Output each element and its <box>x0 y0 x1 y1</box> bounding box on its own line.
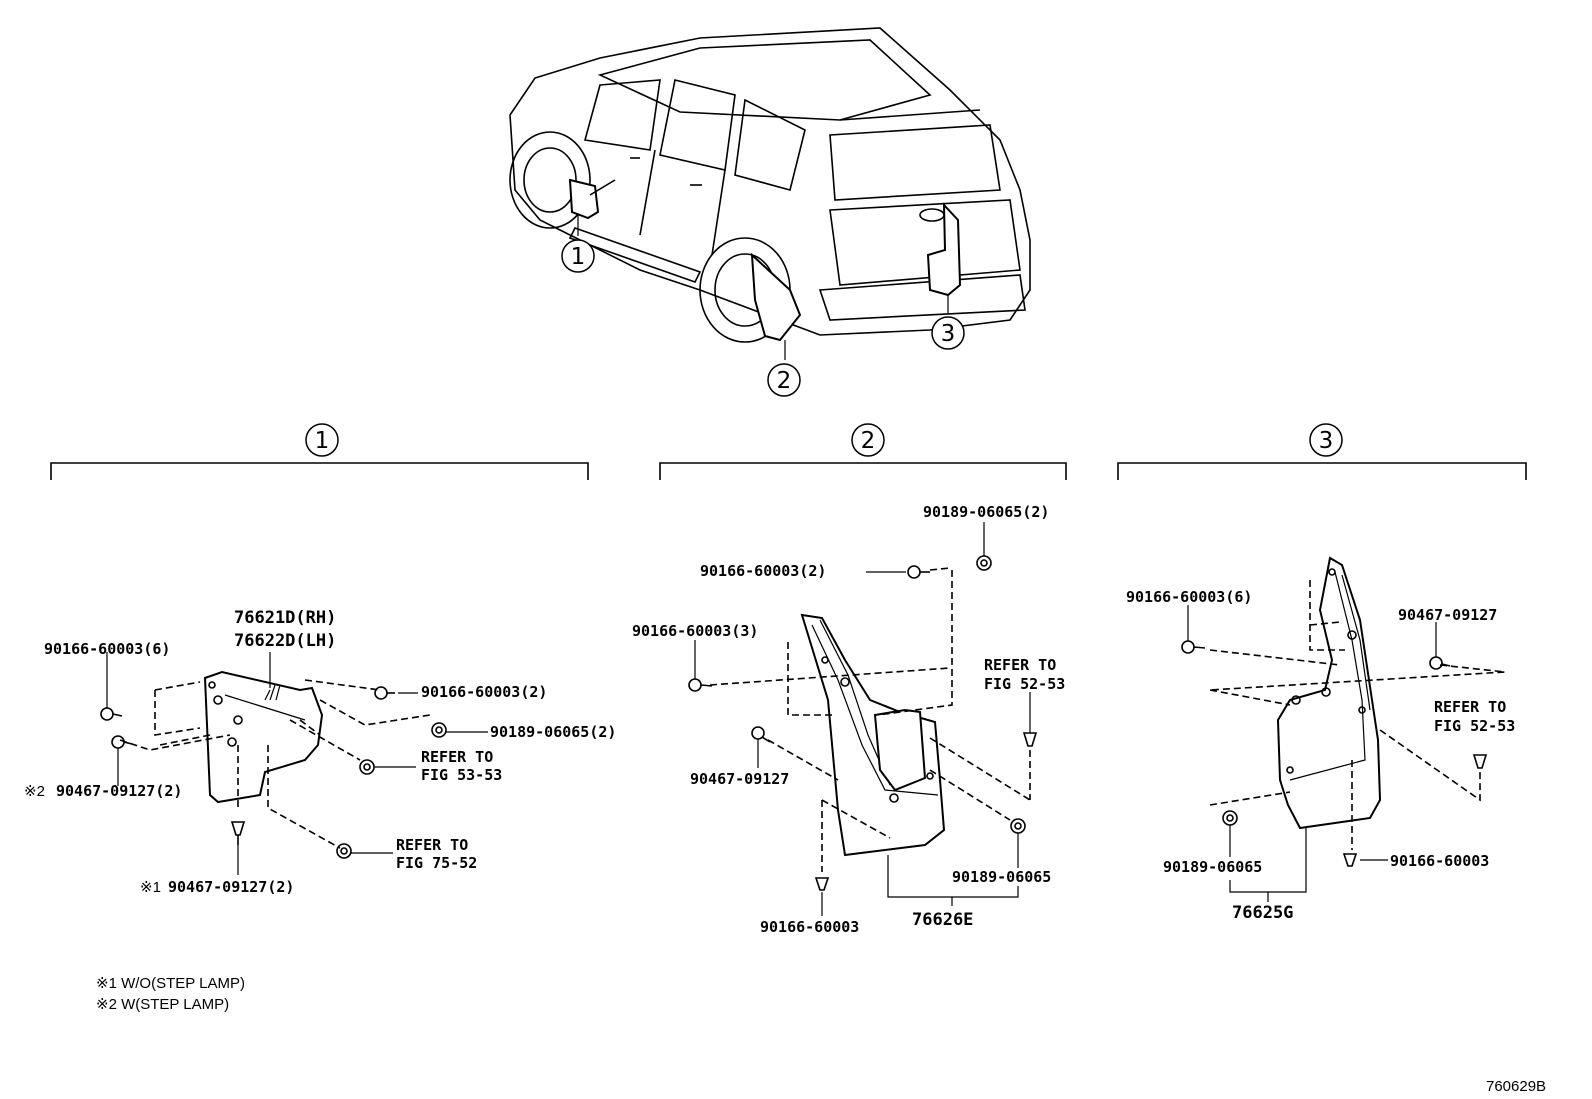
group-2-drawing <box>688 522 1038 916</box>
label-g3-refer-a: REFER TO <box>1434 698 1506 716</box>
marker-3-overview-label: 3 <box>941 321 956 347</box>
nut-icon <box>1010 818 1026 834</box>
group-1-drawing <box>100 652 488 875</box>
clip-icon <box>751 726 771 743</box>
label-g3-screw-b: 90166-60003 <box>1390 852 1489 870</box>
section-bracket-2: 2 <box>659 423 1067 480</box>
screw-icon <box>907 565 930 579</box>
label-g1-clip-a: 90467-09127(2) <box>56 782 182 800</box>
section-bracket-1: 1 <box>50 423 589 480</box>
nut-icon <box>1222 810 1238 826</box>
label-g2-refer-a: REFER TO <box>984 656 1056 674</box>
label-g1-clip-b: 90467-09127(2) <box>168 878 294 896</box>
screw-icon <box>1181 640 1206 654</box>
nut-icon <box>336 843 352 859</box>
clip-icon <box>111 735 133 749</box>
screw-icon <box>1342 853 1358 867</box>
part-number-76621d: 76621D(RH) <box>234 608 336 628</box>
marker-1-overview: 1 <box>561 239 595 273</box>
group-3-drawing <box>1181 556 1506 902</box>
clip-icon <box>1429 656 1451 670</box>
marker-2-overview: 2 <box>767 363 801 397</box>
marker-2-overview-label: 2 <box>777 368 792 394</box>
footnote-2: ※2 W(STEP LAMP) <box>96 996 229 1013</box>
screw-icon <box>100 707 123 721</box>
label-g1-refer1-b: FIG 53-53 <box>421 766 502 784</box>
label-g2-nut-a: 90189-06065(2) <box>923 503 1049 521</box>
figure-code: 760629B <box>1486 1078 1546 1095</box>
section-1-label: 1 <box>315 428 330 454</box>
label-g2-clip: 90467-09127 <box>690 770 789 788</box>
marker-1-overview-label: 1 <box>571 244 586 270</box>
footnote-1: ※1 W/O(STEP LAMP) <box>96 975 245 992</box>
label-g3-nut: 90189-06065 <box>1163 858 1262 876</box>
section-3-label: 3 <box>1319 428 1334 454</box>
label-g2-nut-b: 90189-06065 <box>952 868 1051 886</box>
label-g1-clip-mark1: ※1 <box>140 879 161 896</box>
label-g1-clip-mark2: ※2 <box>24 783 45 800</box>
clip-icon <box>1022 732 1038 747</box>
screw-icon <box>688 678 713 692</box>
vehicle-illustration <box>509 27 1031 360</box>
label-g3-clip: 90467-09127 <box>1398 606 1497 624</box>
label-g1-nut-a: 90189-06065(2) <box>490 723 616 741</box>
label-g2-refer-b: FIG 52-53 <box>984 675 1065 693</box>
section-bracket-3: 3 <box>1117 423 1527 480</box>
label-g1-refer2-a: REFER TO <box>396 836 468 854</box>
label-g1-refer1-a: REFER TO <box>421 748 493 766</box>
part-number-76626e: 76626E <box>912 910 973 930</box>
clip-icon <box>1472 754 1488 769</box>
nut-icon <box>976 555 992 571</box>
part-number-76625g: 76625G <box>1232 903 1293 923</box>
section-2-label: 2 <box>861 428 876 454</box>
label-g1-refer2-b: FIG 75-52 <box>396 854 477 872</box>
label-g2-screw-b: 90166-60003(3) <box>632 622 758 640</box>
clip-icon <box>230 821 246 845</box>
label-g2-screw-a: 90166-60003(2) <box>700 562 826 580</box>
part-number-76622d: 76622D(LH) <box>234 631 336 651</box>
label-g3-screw-a: 90166-60003(6) <box>1126 588 1252 606</box>
marker-3-overview: 3 <box>931 316 965 350</box>
screw-icon <box>374 686 395 700</box>
label-g1-screw-b: 90166-60003(2) <box>421 683 547 701</box>
nut-icon <box>359 759 375 775</box>
label-g3-refer-b: FIG 52-53 <box>1434 717 1515 735</box>
label-g2-screw-c: 90166-60003 <box>760 918 859 936</box>
label-g1-screw-a: 90166-60003(6) <box>44 640 170 658</box>
nut-icon <box>431 722 447 738</box>
screw-icon <box>814 877 830 891</box>
